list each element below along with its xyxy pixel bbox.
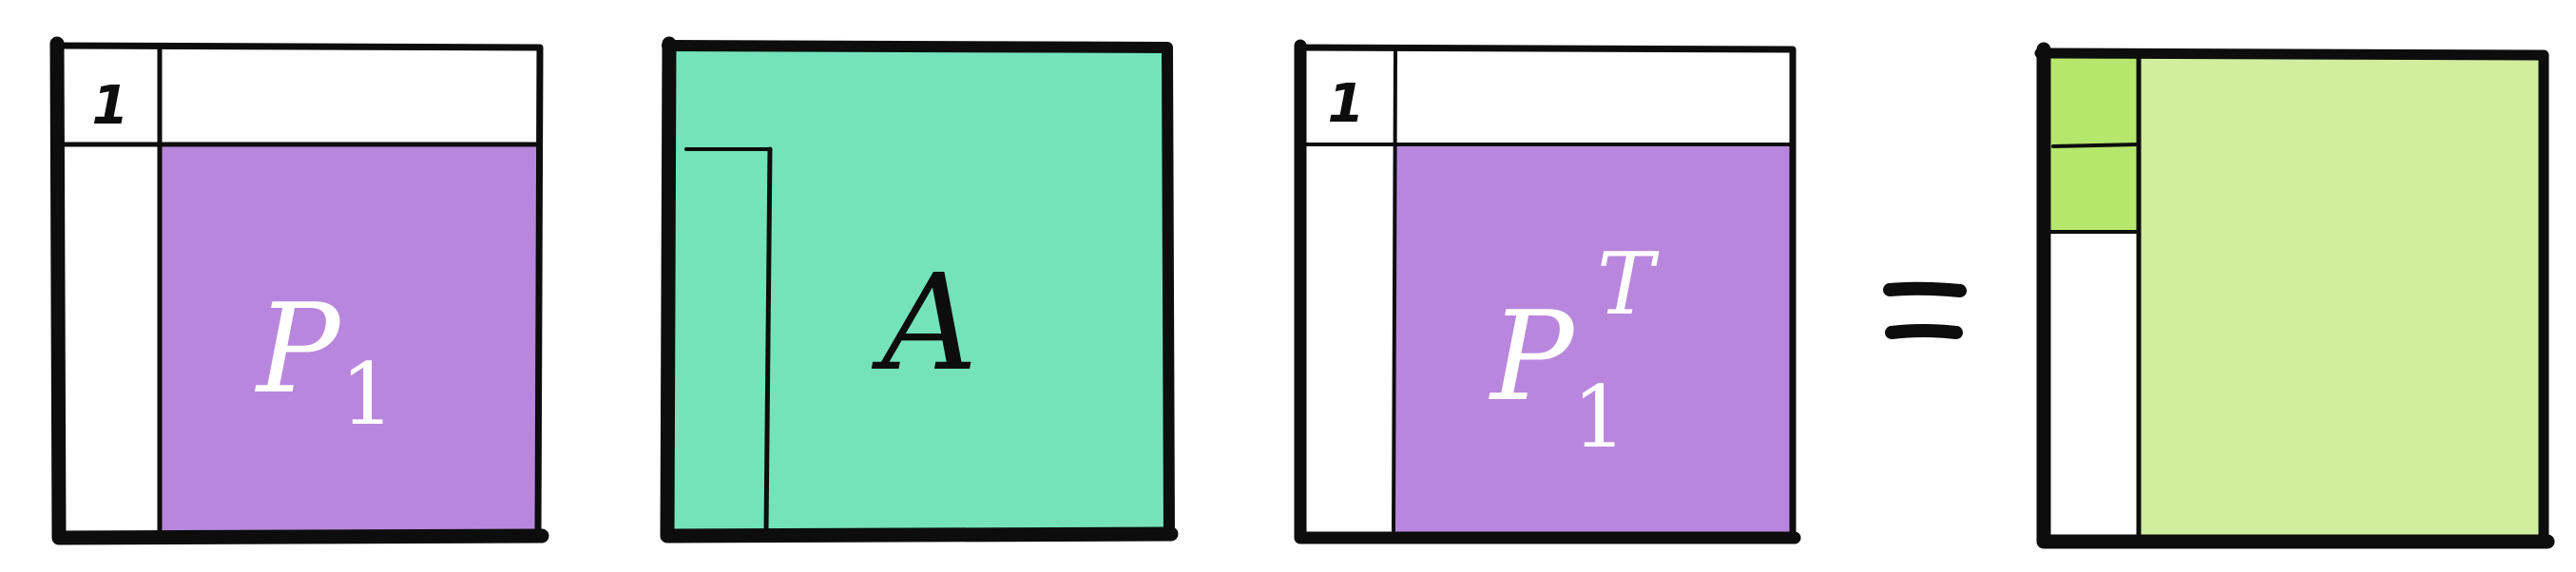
matrix-a: A <box>660 36 1179 543</box>
matrix-a-teal-block <box>667 48 1169 532</box>
matrix-p1-purple-block <box>160 144 537 532</box>
matrix-p1-name-subscript: 1 <box>340 345 394 445</box>
matrix-p1t: 1 P 1 T <box>1294 39 1801 544</box>
matrix-p1: 1 P 1 <box>49 36 549 545</box>
matrix-a-border-top-right <box>662 40 1175 540</box>
equals-icon <box>1883 281 1967 339</box>
matrix-p1t-name-subscript: 1 <box>1572 368 1626 467</box>
matrix-p1t-purple-block <box>1394 144 1791 532</box>
matrix-p1t-name-base: P <box>1489 284 1576 429</box>
matrix-p1-corner-label: 1 <box>92 75 129 137</box>
matrix-a-name: A <box>871 246 977 401</box>
matrix-result-border-top-right <box>2034 48 2549 543</box>
matrix-result <box>2034 42 2555 549</box>
matrix-p1-name-base: P <box>255 276 342 421</box>
matrix-a-col-hint <box>763 146 773 535</box>
matrix-p1t-border-left-bottom <box>1294 39 1801 544</box>
matrix-p1t-corner-label: 1 <box>1328 73 1365 135</box>
matrix-p1-border-top-right <box>51 42 544 538</box>
matrix-p1t-border-top-right <box>1295 44 1797 538</box>
matrix-p1t-name-superscript: T <box>1597 235 1660 334</box>
equals-top-bar <box>1883 281 1967 297</box>
equals-bottom-bar <box>1885 324 1963 339</box>
matrix-a-border-left-bottom <box>660 36 1179 543</box>
matrix-p1t-name: P 1 T <box>1489 235 1660 467</box>
matrix-result-row-hint <box>2051 143 2141 148</box>
matrix-p1t-col-divider <box>1392 49 1397 532</box>
matrix-p1-border-left-bottom <box>49 36 549 545</box>
matrix-p1-name: P 1 <box>255 276 394 445</box>
matrix-result-light-green-block <box>2137 55 2540 538</box>
matrix-result-border-left-bottom <box>2036 42 2555 549</box>
